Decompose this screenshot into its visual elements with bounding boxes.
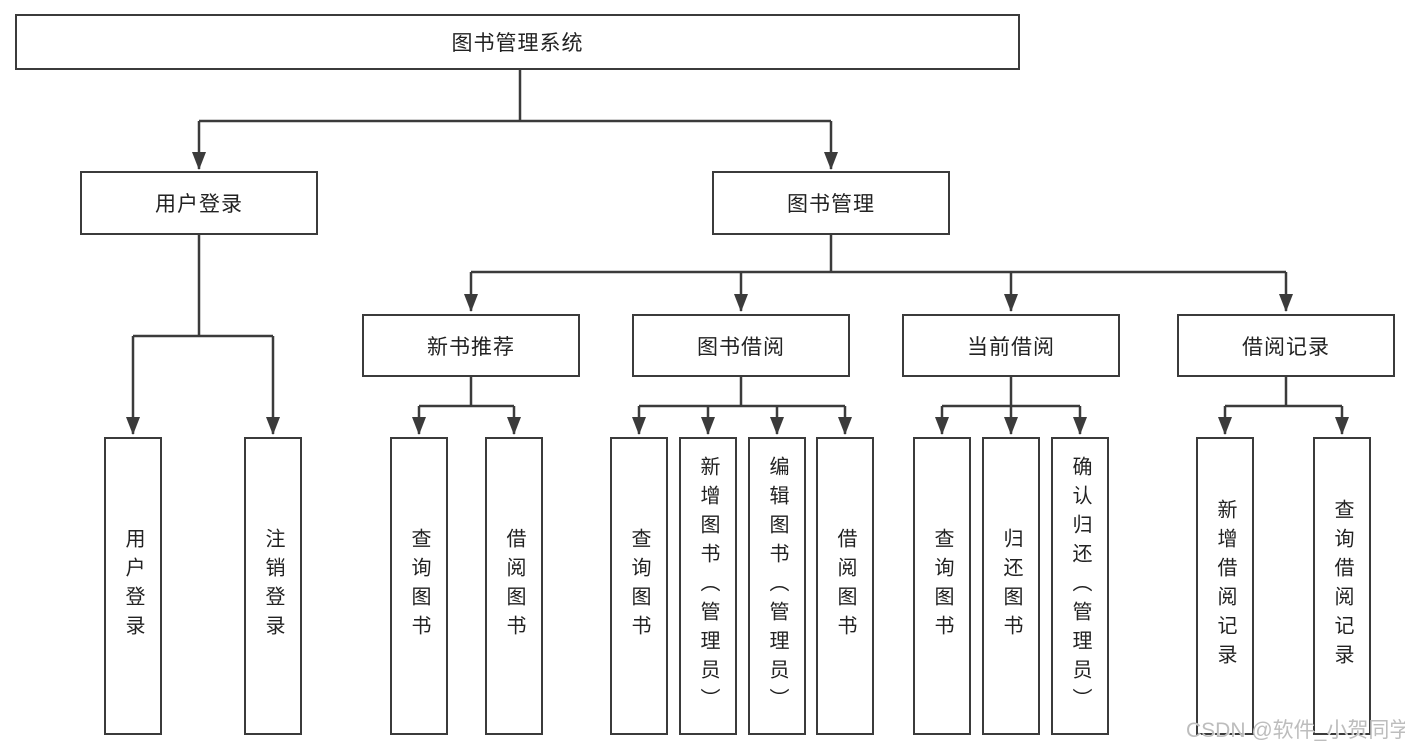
node-user-login: 用户登录 xyxy=(80,171,318,235)
leaf-borrow-borrow-book: 借阅图书 xyxy=(816,437,874,735)
leaf-label: 注销登录 xyxy=(262,528,284,644)
leaf-label: 借阅图书 xyxy=(503,528,525,644)
node-book-management: 图书管理 xyxy=(712,171,950,235)
leaf-label: 编辑图书（管理员） xyxy=(766,455,788,717)
leaf-record-query-borrow-record: 查询借阅记录 xyxy=(1313,437,1371,735)
leaf-current-query-book: 查询图书 xyxy=(913,437,971,735)
leaf-label: 查询图书 xyxy=(931,528,953,644)
node-label: 新书推荐 xyxy=(427,335,515,359)
leaf-label: 查询图书 xyxy=(408,528,430,644)
leaf-logout: 注销登录 xyxy=(244,437,302,735)
leaf-borrow-edit-book-admin: 编辑图书（管理员） xyxy=(748,437,806,735)
node-label: 当前借阅 xyxy=(967,335,1055,359)
leaf-label: 用户登录 xyxy=(122,528,144,644)
node-label: 图书借阅 xyxy=(697,335,785,359)
node-book-borrowing: 图书借阅 xyxy=(632,314,850,377)
node-borrowing-records: 借阅记录 xyxy=(1177,314,1395,377)
leaf-label: 查询图书 xyxy=(628,528,650,644)
watermark: CSDN @软件_小贺同学 xyxy=(1186,719,1405,742)
node-label: 图书管理 xyxy=(787,193,875,216)
node-current-borrowing: 当前借阅 xyxy=(902,314,1120,377)
leaf-recommend-borrow-book: 借阅图书 xyxy=(485,437,543,735)
node-label: 用户登录 xyxy=(155,193,243,216)
leaf-borrow-add-book-admin: 新增图书（管理员） xyxy=(679,437,737,735)
leaf-label: 借阅图书 xyxy=(834,528,856,644)
node-library-management-system: 图书管理系统 xyxy=(15,14,1020,70)
node-label: 借阅记录 xyxy=(1242,335,1330,359)
leaf-label: 归还图书 xyxy=(1000,528,1022,644)
connector-elbows xyxy=(133,70,1342,408)
leaf-user-login: 用户登录 xyxy=(104,437,162,735)
leaf-label: 新增借阅记录 xyxy=(1214,499,1236,673)
leaf-current-return-book: 归还图书 xyxy=(982,437,1040,735)
connector-arrows xyxy=(126,121,1349,435)
node-label: 图书管理系统 xyxy=(451,32,584,55)
leaf-current-confirm-return-admin: 确认归还（管理员） xyxy=(1051,437,1109,735)
node-new-book-recommendation: 新书推荐 xyxy=(362,314,580,377)
leaf-record-add-borrow-record: 新增借阅记录 xyxy=(1196,437,1254,735)
leaf-borrow-query-book: 查询图书 xyxy=(610,437,668,735)
leaf-label: 新增图书（管理员） xyxy=(697,455,719,717)
leaf-label: 确认归还（管理员） xyxy=(1069,455,1091,717)
leaf-recommend-query-book: 查询图书 xyxy=(390,437,448,735)
leaf-label: 查询借阅记录 xyxy=(1331,499,1353,673)
